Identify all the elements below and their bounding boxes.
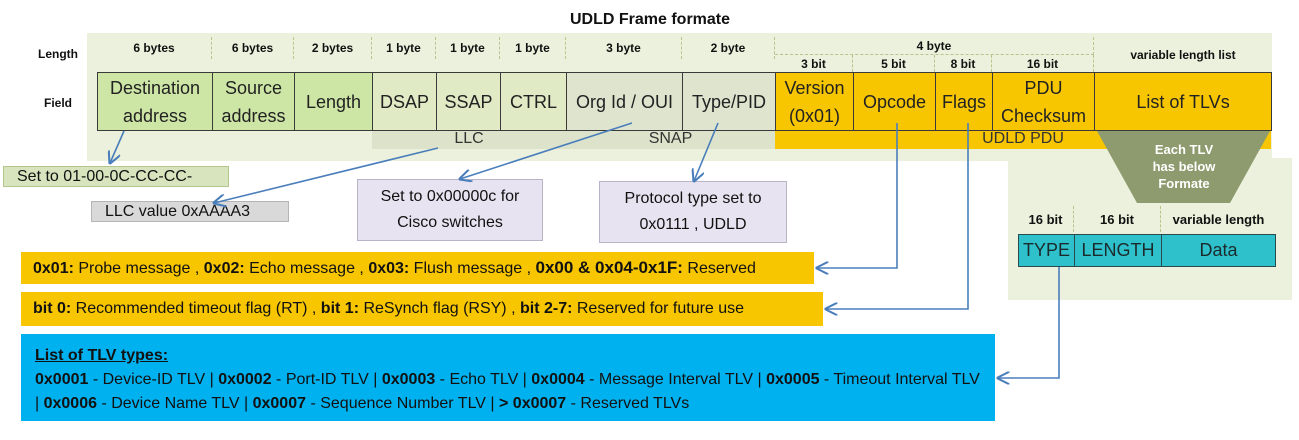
- size-version: 3 bit: [775, 55, 853, 72]
- tlv-code-1: 0x0001: [35, 371, 89, 388]
- field-flags: Flags: [935, 72, 993, 131]
- tlv-header-type: 16 bit: [1018, 206, 1074, 232]
- opcode-key-1: 0x01:: [33, 260, 74, 277]
- tlv-code-4: 0x0004: [531, 371, 585, 388]
- field-list-of-tlvs: List of TLVs: [1094, 72, 1272, 131]
- tlv-desc-5: - Timeout Interval TLV |: [35, 371, 980, 412]
- tlv-field-data: Data: [1161, 234, 1276, 267]
- size-source: 6 bytes: [212, 37, 294, 59]
- opcode-text-2: Echo message ,: [244, 260, 369, 277]
- field-ctrl: CTRL: [500, 72, 567, 131]
- field-length: Length: [294, 72, 373, 131]
- field-type-pid: Type/PID: [682, 72, 776, 131]
- size-opcode: 5 bit: [853, 55, 935, 72]
- field-row-label: Field: [44, 96, 73, 110]
- tlv-field-type: TYPE: [1018, 234, 1075, 267]
- field-destination-address: Destination address: [97, 72, 213, 131]
- trapezoid-label: Each TLV has below Formate: [1152, 142, 1216, 191]
- tlv-desc-3: - Echo TLV |: [435, 371, 532, 388]
- tlv-code-8: > 0x0007: [499, 395, 567, 412]
- field-opcode: Opcode: [853, 72, 936, 131]
- tlv-header-length: 16 bit: [1074, 206, 1161, 232]
- tlv-desc-7: - Sequence Number TLV |: [306, 395, 499, 412]
- flags-key-3: bit 2-7:: [519, 300, 573, 317]
- snap-band-label: SNAP: [648, 130, 693, 147]
- udld-pdu-band-label: UDLD PDU: [982, 130, 1064, 147]
- flags-key-2: bit 1:: [320, 300, 360, 317]
- size-ctrl: 1 byte: [500, 37, 566, 59]
- length-row-label: Length: [38, 47, 78, 61]
- note-llc: LLC value 0xAAAA3: [91, 201, 289, 222]
- opcode-values-bar: 0x01: Probe message , 0x02: Echo message…: [21, 252, 814, 284]
- field-version: Version (0x01): [775, 72, 854, 131]
- opcode-text-1: Probe message ,: [73, 260, 204, 277]
- size-dsap: 1 byte: [372, 37, 436, 59]
- opcode-key-3: 0x03:: [368, 260, 410, 277]
- tlv-types-heading: List of TLV types:: [35, 347, 169, 364]
- size-checksum: 16 bit: [992, 55, 1094, 72]
- tlv-desc-2: - Port-ID TLV |: [271, 371, 382, 388]
- size-tlv-list: variable length list: [1130, 47, 1236, 62]
- size-flags: 8 bit: [935, 55, 992, 72]
- size-pdu: 4 byte: [775, 37, 1094, 55]
- opcode-key-2: 0x02:: [203, 260, 245, 277]
- size-pid: 2 byte: [682, 37, 775, 59]
- tlv-desc-8: - Reserved TLVs: [566, 395, 690, 412]
- tlv-code-2: 0x0002: [218, 371, 272, 388]
- tlv-code-7: 0x0007: [252, 395, 306, 412]
- size-length: 2 bytes: [294, 37, 372, 59]
- tlv-types-box: List of TLV types: 0x0001 - Device-ID TL…: [21, 334, 995, 421]
- tlv-desc-6: - Device Name TLV |: [97, 395, 253, 412]
- tlv-desc-4: - Message Interval TLV |: [584, 371, 767, 388]
- size-ssap: 1 byte: [436, 37, 500, 59]
- note-destination: Set to 01-00-0C-CC-CC-: [3, 166, 229, 187]
- tlv-desc-1: - Device-ID TLV |: [88, 371, 219, 388]
- field-source-address: Source address: [212, 72, 295, 131]
- note-pid: Protocol type set to 0x0111 , UDLD: [599, 181, 787, 243]
- flags-bits-bar: bit 0: Recommended timeout flag (RT) , b…: [21, 292, 823, 326]
- size-oui: 3 byte: [566, 37, 682, 59]
- tlv-field-length: LENGTH: [1074, 234, 1162, 267]
- field-pdu-checksum: PDU Checksum: [992, 72, 1095, 131]
- tlv-header-data: variable length: [1172, 211, 1265, 227]
- tlv-code-3: 0x0003: [381, 371, 436, 388]
- opcode-text-3: Flush message ,: [409, 260, 536, 277]
- field-org-id-oui: Org Id / OUI: [566, 72, 683, 131]
- size-destination: 6 bytes: [97, 37, 212, 59]
- flags-key-1: bit 0:: [33, 300, 72, 317]
- tlv-code-6: 0x0006: [43, 395, 97, 412]
- flags-text-1: Recommended timeout flag (RT) ,: [71, 300, 321, 317]
- opcode-key-4: 0x00 & 0x04-0x1F:: [535, 258, 683, 277]
- tlv-types-list: 0x0001 - Device-ID TLV | 0x0002 - Port-I…: [35, 368, 981, 416]
- field-dsap: DSAP: [372, 72, 437, 131]
- flags-text-3: Reserved for future use: [572, 300, 745, 317]
- tlv-code-5: 0x0005: [766, 371, 820, 388]
- opcode-text-4: Reserved: [682, 260, 756, 277]
- note-oui: Set to 0x00000c for Cisco switches: [357, 179, 543, 241]
- flags-text-2: ReSynch flag (RSY) ,: [359, 300, 520, 317]
- diagram-title: UDLD Frame formate: [569, 11, 731, 28]
